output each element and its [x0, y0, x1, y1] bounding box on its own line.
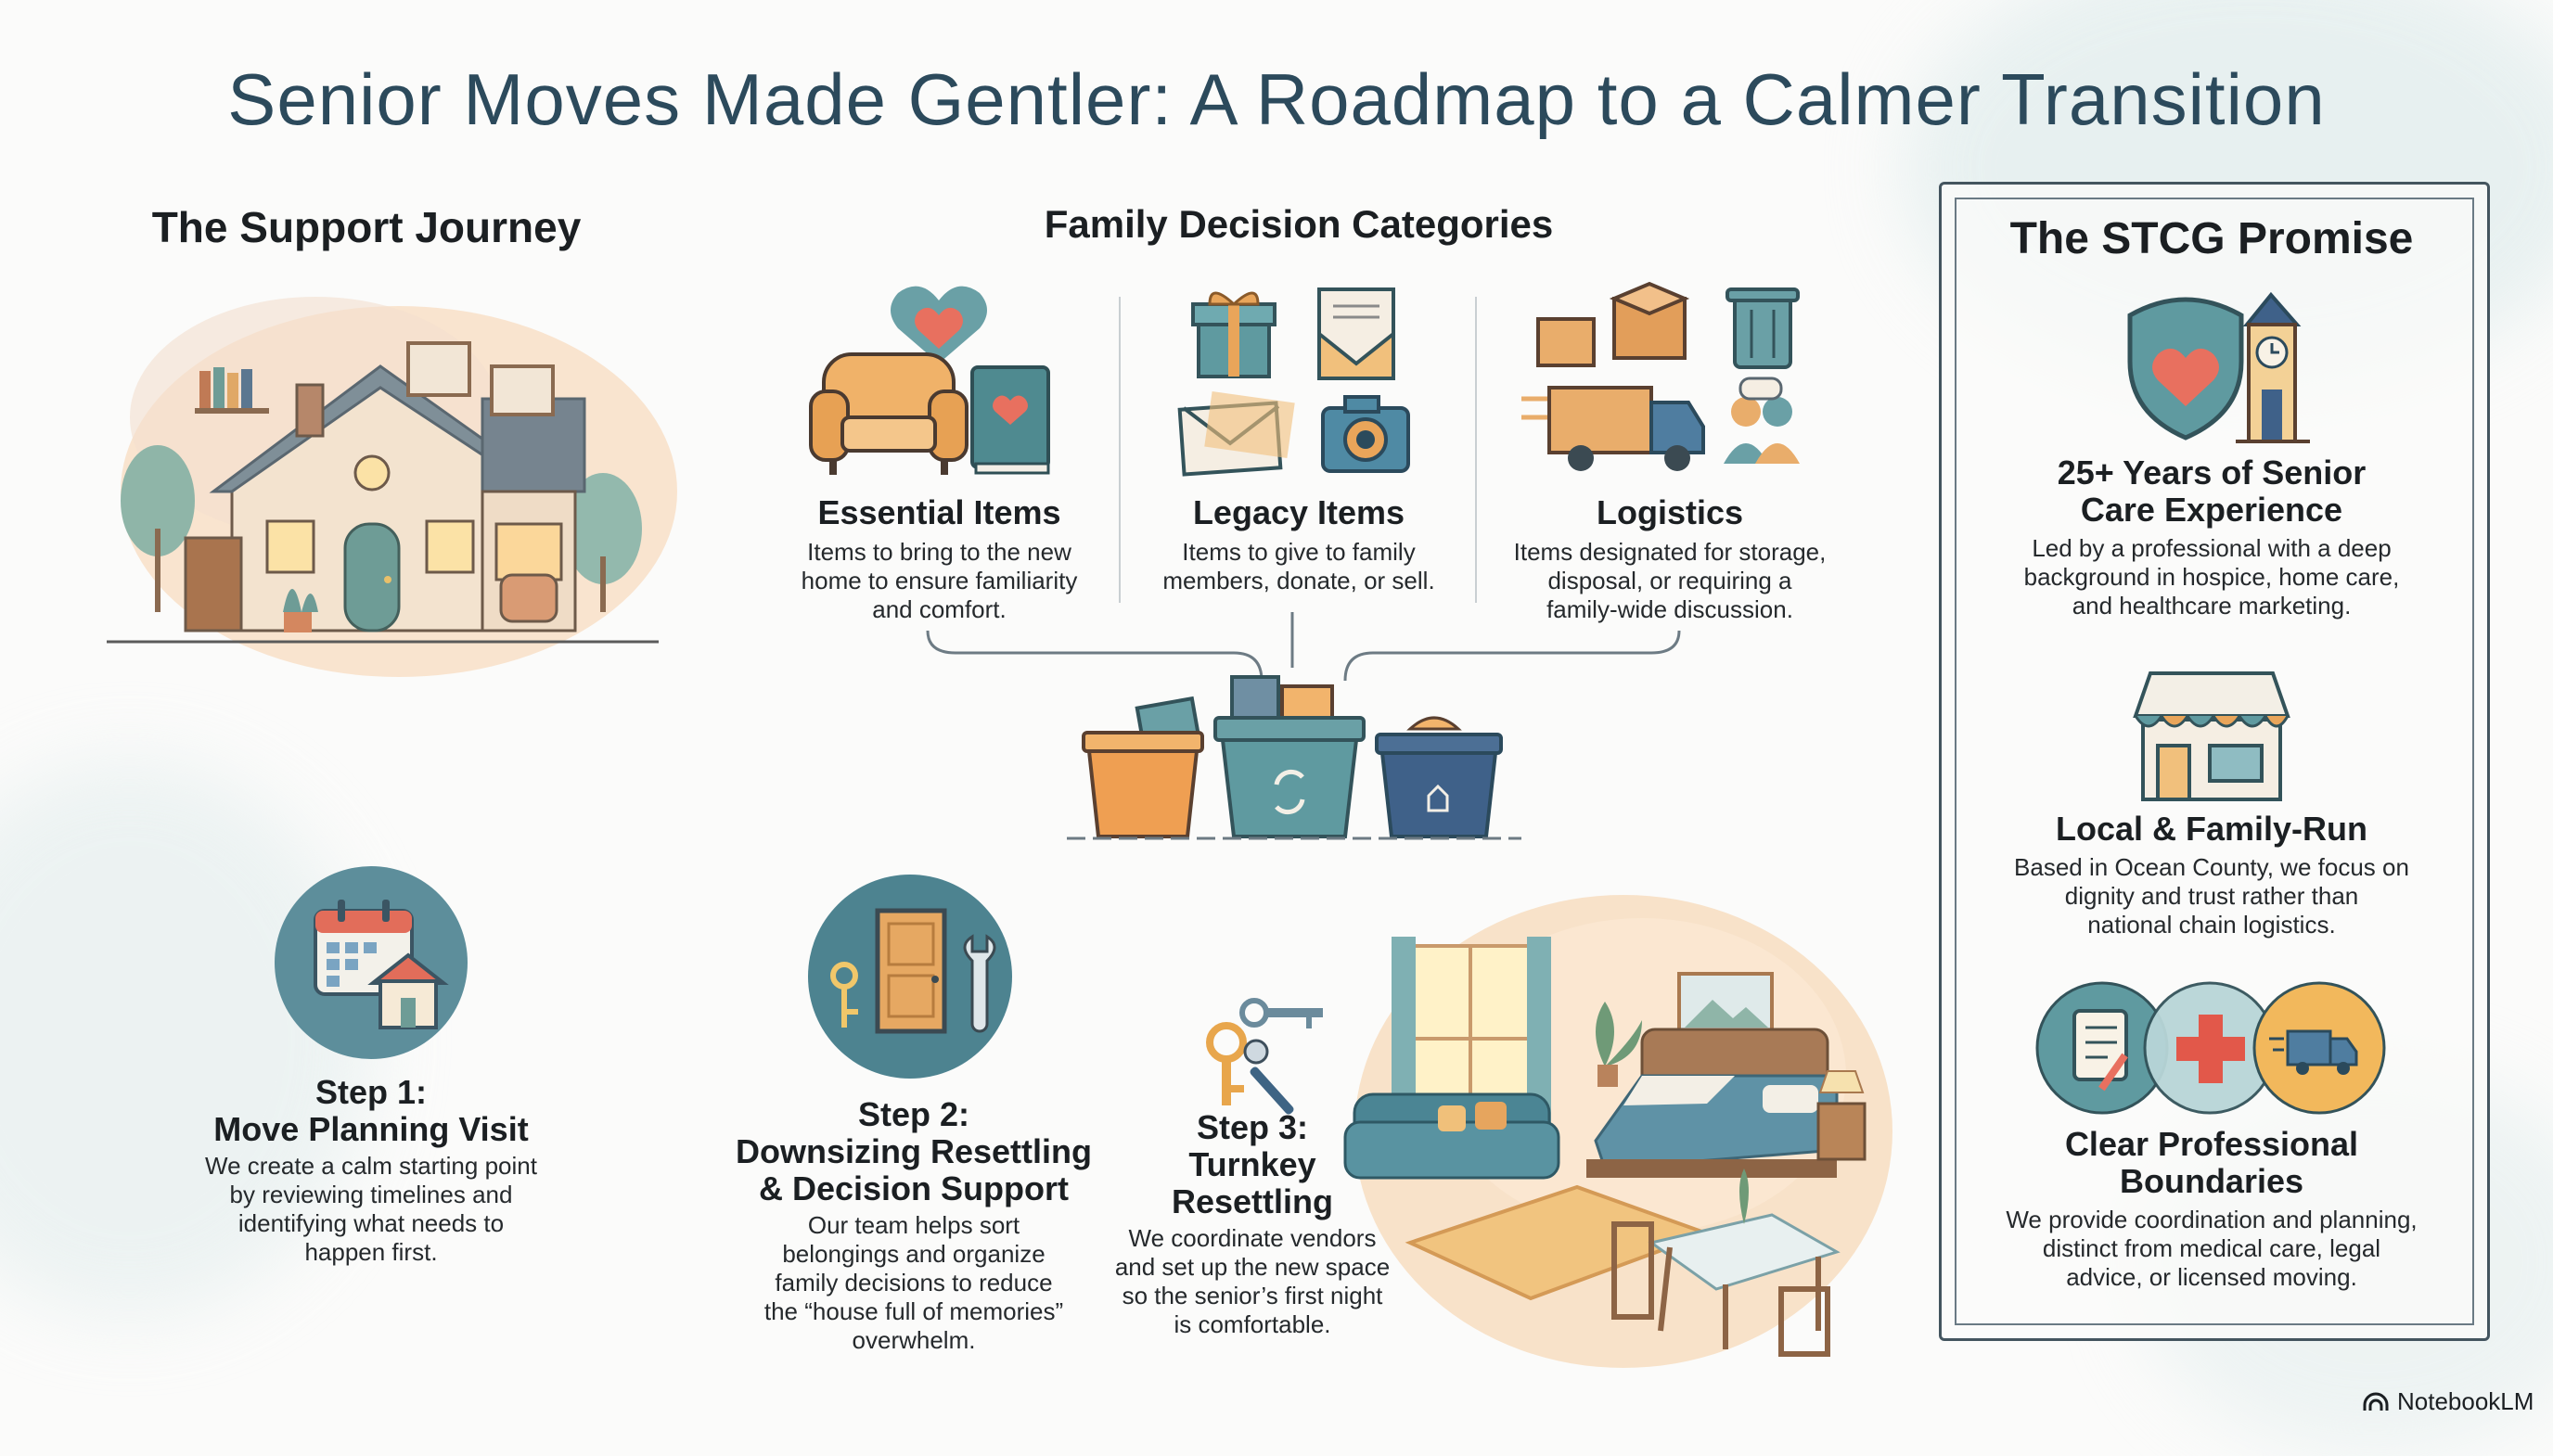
- notebooklm-logo-icon: [2363, 1392, 2389, 1411]
- step-2-description: Our team helps sort belongings and organ…: [763, 1211, 1064, 1354]
- gift-letters-camera-icon: [1177, 287, 1410, 477]
- step-2-title: Step 2: Downsizing Resettling & Decision…: [735, 1095, 1092, 1207]
- category-connector-lines: [926, 612, 1681, 682]
- category-divider: [1119, 297, 1121, 603]
- armchair-heart-book-icon: [809, 286, 1050, 475]
- category-logistics-title: Logistics: [1596, 493, 1744, 531]
- category-logistics-description: Items designated for storage, disposal, …: [1513, 538, 1827, 623]
- new-home-room-illustration: [1343, 895, 1892, 1368]
- promise-heading: The STCG Promise: [2009, 214, 2414, 263]
- promise-experience-title: 25+ Years of Senior Care Experience: [2057, 453, 2367, 529]
- checklist-cross-truck-icon: [2035, 981, 2386, 1115]
- sorting-bins-icon: [1067, 675, 1521, 840]
- category-legacy-title: Legacy Items: [1192, 493, 1405, 531]
- notebooklm-label: NotebookLM: [2397, 1387, 2534, 1415]
- category-legacy-description: Items to give to family members, donate,…: [1162, 538, 1435, 594]
- notebooklm-branding: NotebookLM: [2362, 1387, 2534, 1416]
- category-essential-title: Essential Items: [817, 493, 1061, 531]
- support-journey-heading: The Support Journey: [151, 203, 582, 251]
- step-1-title: Step 1: Move Planning Visit: [213, 1073, 529, 1148]
- boxes-truck-trash-icon: [1521, 281, 1800, 471]
- family-decisions-heading: Family Decision Categories: [1044, 202, 1554, 246]
- promise-local-title: Local & Family-Run: [2055, 810, 2368, 848]
- step-3-title: Step 3: Turnkey Resettling: [1171, 1108, 1334, 1220]
- keys-tool-icon: [1206, 998, 1323, 1115]
- promise-local-description: Based in Ocean County, we focus on digni…: [2014, 853, 2409, 939]
- step-1-description: We create a calm starting point by revie…: [205, 1152, 537, 1266]
- promise-experience-description: Led by a professional with a deep backgr…: [2023, 534, 2400, 619]
- storefront-icon: [2133, 671, 2290, 801]
- calendar-house-icon: [275, 866, 468, 1059]
- house-illustration: [107, 297, 677, 677]
- shield-clocktower-icon: [2127, 291, 2310, 443]
- door-tools-icon: [808, 875, 1012, 1079]
- promise-boundaries-title: Clear Professional Boundaries: [2064, 1125, 2359, 1200]
- page-title: Senior Moves Made Gentler: A Roadmap to …: [227, 58, 2326, 140]
- background-wash: [0, 760, 371, 1317]
- category-essential-description: Items to bring to the new home to ensure…: [801, 538, 1078, 623]
- step-3-description: We coordinate vendors and set up the new…: [1114, 1224, 1391, 1338]
- promise-boundaries-description: We provide coordination and planning, di…: [2006, 1206, 2418, 1291]
- category-divider: [1475, 297, 1477, 603]
